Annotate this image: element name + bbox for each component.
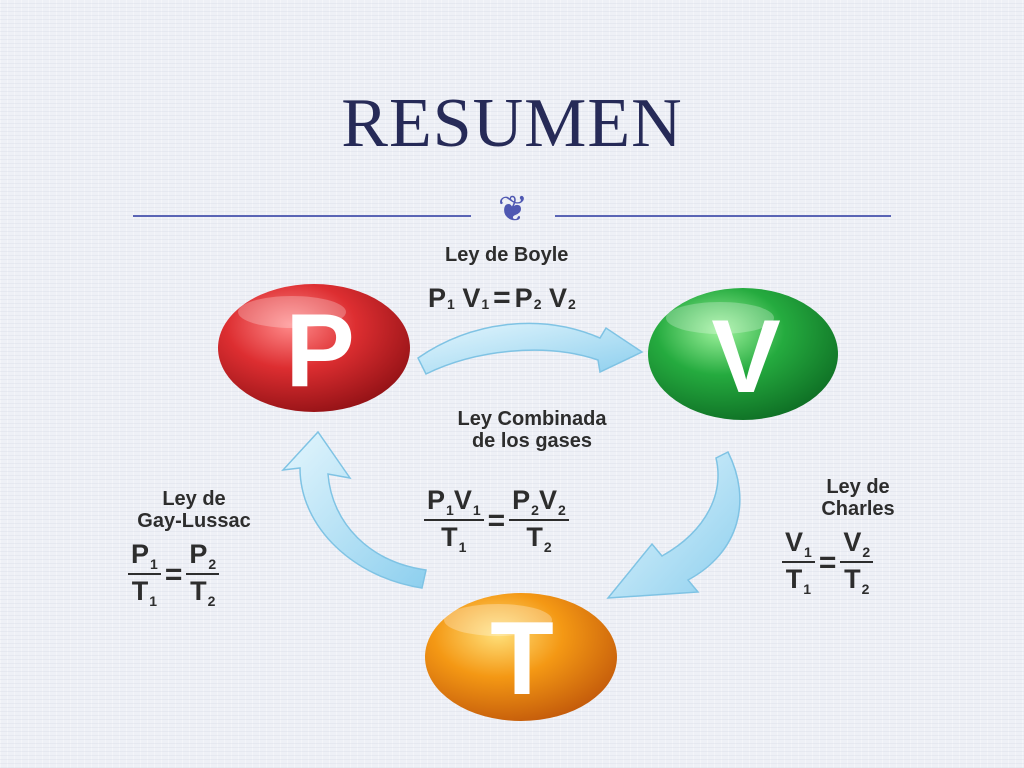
- node-v: V: [648, 288, 838, 420]
- arrow-p-to-v: [417, 322, 644, 376]
- combined-label-line1: Ley Combinada: [457, 408, 607, 430]
- slide-title: RESUMEN: [341, 85, 683, 162]
- charles-label: Ley de Charles: [790, 476, 926, 520]
- gay-lussac-right-fraction: P2 T2: [186, 540, 220, 609]
- node-p-letter: P: [285, 293, 354, 409]
- arrow-v-to-t: [606, 450, 741, 599]
- node-t: T: [425, 593, 617, 721]
- charles-formula: V1 T1 = V2 T2: [782, 528, 874, 597]
- charles-left-fraction: V1 T1: [782, 528, 815, 597]
- node-p: P: [218, 284, 410, 412]
- charles-right-fraction: V2 T2: [840, 528, 874, 597]
- title-rule-left: [133, 215, 471, 217]
- node-v-letter: V: [711, 299, 780, 415]
- combined-formula: P1V1 T1 = P2V2 T2: [424, 486, 569, 555]
- flourish-icon: ❦: [497, 189, 529, 230]
- title-rule-right: [555, 215, 891, 217]
- combined-label-line2: de los gases: [471, 430, 593, 452]
- charles-label-line2: Charles: [821, 498, 895, 520]
- boyle-label: Ley de Boyle: [445, 244, 569, 266]
- arrow-t-to-p: [281, 430, 427, 589]
- gay-lussac-left-fraction: P1 T1: [128, 540, 161, 609]
- combined-right-fraction: P2V2 T2: [509, 486, 569, 555]
- charles-label-line1: Ley de: [826, 476, 890, 498]
- gay-lussac-label: Ley de Gay-Lussac: [106, 488, 282, 532]
- node-t-letter: T: [490, 601, 554, 717]
- gay-lussac-formula: P1 T1 = P2 T2: [128, 540, 220, 609]
- gay-lussac-label-line1: Ley de: [162, 488, 226, 510]
- combined-left-fraction: P1V1 T1: [424, 486, 484, 555]
- combined-label: Ley Combinada de los gases: [420, 408, 644, 452]
- gay-lussac-label-line2: Gay-Lussac: [137, 510, 251, 532]
